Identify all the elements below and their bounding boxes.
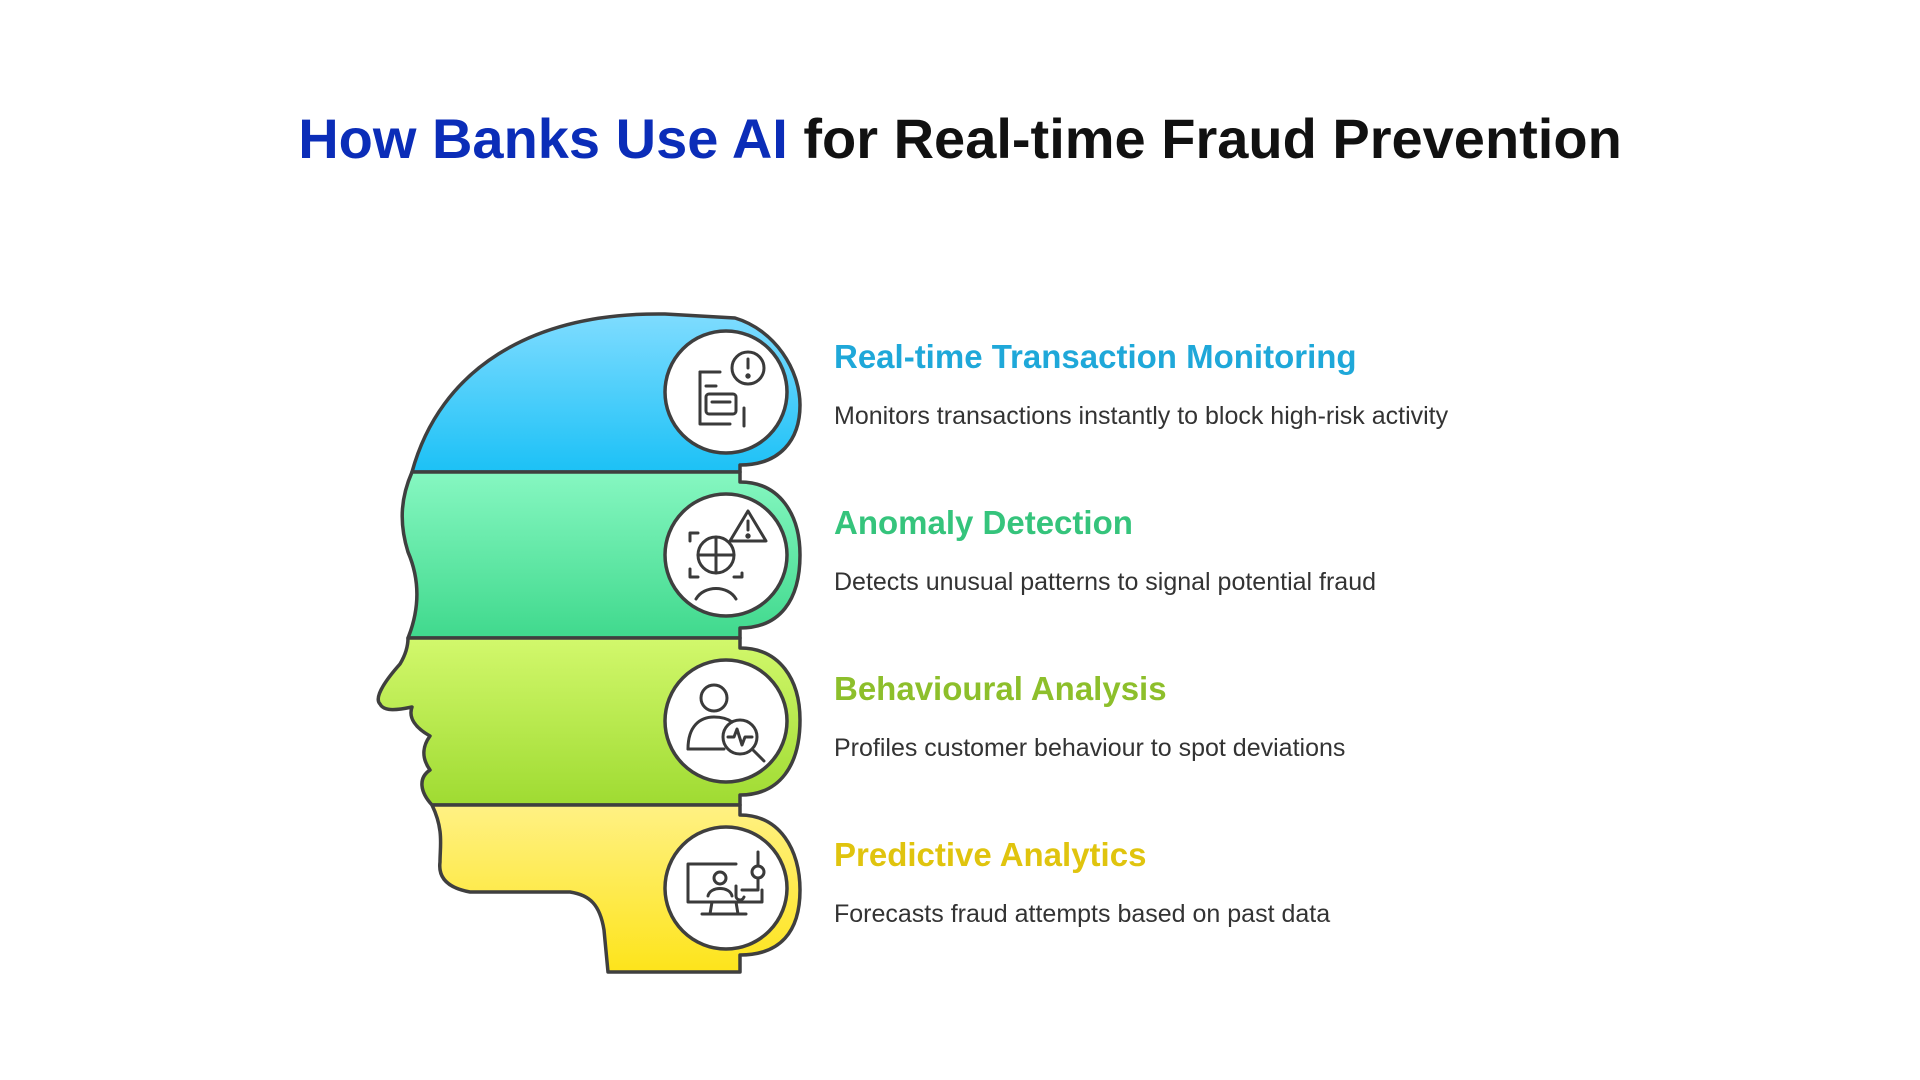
transaction-alert-icon (663, 329, 789, 455)
item-description: Detects unusual patterns to signal poten… (834, 568, 1377, 596)
title-rest: for Real-time Fraud Prevention (787, 107, 1622, 170)
item-behaviour: Behavioural Analysis Profiles customer b… (834, 670, 1345, 763)
item-heading: Behavioural Analysis (834, 670, 1167, 707)
user-analysis-icon (663, 658, 789, 784)
page-title: How Banks Use AI for Real-time Fraud Pre… (0, 106, 1920, 171)
monitor-forecast-icon (663, 825, 789, 951)
item-monitoring: Real-time Transaction Monitoring Monitor… (834, 338, 1448, 431)
title-highlight: How Banks Use AI (298, 107, 788, 170)
item-predictive: Predictive Analytics Forecasts fraud att… (834, 836, 1330, 929)
item-heading: Anomaly Detection (834, 504, 1133, 541)
item-description: Profiles customer behaviour to spot devi… (834, 734, 1346, 762)
item-anomaly: Anomaly Detection Detects unusual patter… (834, 504, 1376, 597)
item-description: Forecasts fraud attempts based on past d… (834, 900, 1331, 928)
item-description: Monitors transactions instantly to block… (834, 402, 1449, 430)
anomaly-scan-icon (663, 492, 789, 618)
item-heading: Real-time Transaction Monitoring (834, 338, 1357, 375)
item-heading: Predictive Analytics (834, 836, 1147, 873)
